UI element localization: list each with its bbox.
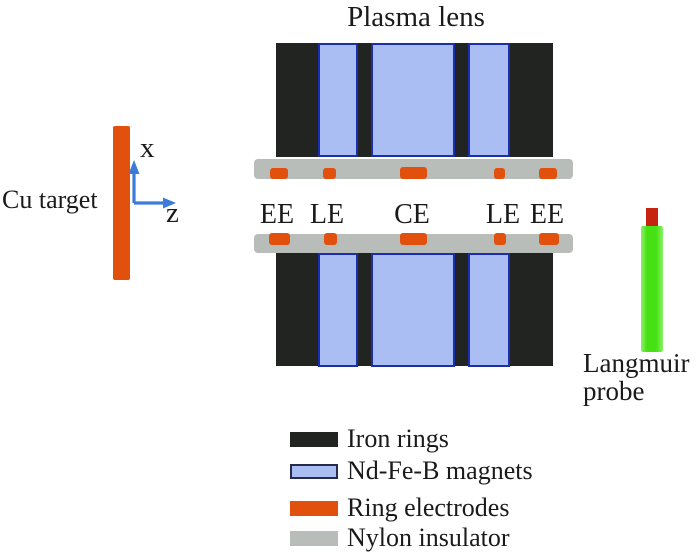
electrode-bottom-ee-left xyxy=(269,233,290,245)
legend-item-nylon-insulator: Nylon insulator xyxy=(290,523,510,552)
magnet-bottom-center xyxy=(371,253,455,367)
cu-target-bar xyxy=(113,126,130,280)
nylon-insulator-swatch xyxy=(290,530,338,546)
electrode-top-ee-right xyxy=(539,168,557,179)
nylon-insulator-label: Nylon insulator xyxy=(347,523,510,552)
magnet-bottom-right xyxy=(468,253,510,367)
langmuir-probe-label-line1: Langmuir xyxy=(583,348,690,378)
ndfeb-magnets-swatch xyxy=(290,463,338,479)
iron-rings-label: Iron rings xyxy=(347,424,449,453)
electrode-label-ee-right: EE xyxy=(529,199,565,230)
langmuir-probe-body xyxy=(641,226,663,352)
figure-title-text: Plasma lens xyxy=(347,1,485,33)
z-axis-label: z xyxy=(166,197,179,229)
langmuir-probe-label-line2: probe xyxy=(583,376,645,407)
x-axis-label: x xyxy=(140,132,155,164)
ring-electrodes-label: Ring electrodes xyxy=(347,493,510,522)
electrode-top-ee-left xyxy=(270,168,288,179)
legend-item-ndfeb-magnets: Nd-Fe-B magnets xyxy=(290,456,533,485)
ndfeb-magnets-label: Nd-Fe-B magnets xyxy=(347,456,533,485)
langmuir-probe-label: Langmuir probe xyxy=(583,349,689,406)
electrode-bottom-ee-right xyxy=(539,233,559,245)
electrode-label-ee-left: EE xyxy=(259,199,295,230)
electrode-bottom-ce xyxy=(400,233,427,245)
x-axis-arrowhead-icon xyxy=(128,160,140,174)
electrode-bottom-le-right xyxy=(494,233,506,245)
electrode-top-le-right xyxy=(494,168,505,179)
iron-rings-swatch xyxy=(290,431,338,447)
coordinate-axes-icon xyxy=(128,160,176,209)
cu-target-label: Cu target xyxy=(2,185,98,214)
electrode-top-le-left xyxy=(323,168,336,179)
electrode-label-le-right: LE xyxy=(485,199,521,230)
legend-item-iron-rings: Iron rings xyxy=(290,424,449,453)
electrode-top-ce xyxy=(400,167,427,179)
figure-title: Plasma lens xyxy=(0,1,700,34)
magnet-top-right xyxy=(468,43,510,157)
electrode-bottom-le-left xyxy=(324,233,337,245)
legend-item-ring-electrodes: Ring electrodes xyxy=(290,493,510,522)
magnet-top-left xyxy=(318,43,358,157)
z-axis-arrowhead-icon xyxy=(163,197,176,209)
ring-electrodes-swatch xyxy=(290,500,338,516)
electrode-label-ce: CE xyxy=(394,199,430,230)
magnet-bottom-left xyxy=(318,253,358,367)
langmuir-probe-tip xyxy=(646,208,658,228)
magnet-top-center xyxy=(371,43,455,157)
electrode-label-le-left: LE xyxy=(309,199,345,230)
